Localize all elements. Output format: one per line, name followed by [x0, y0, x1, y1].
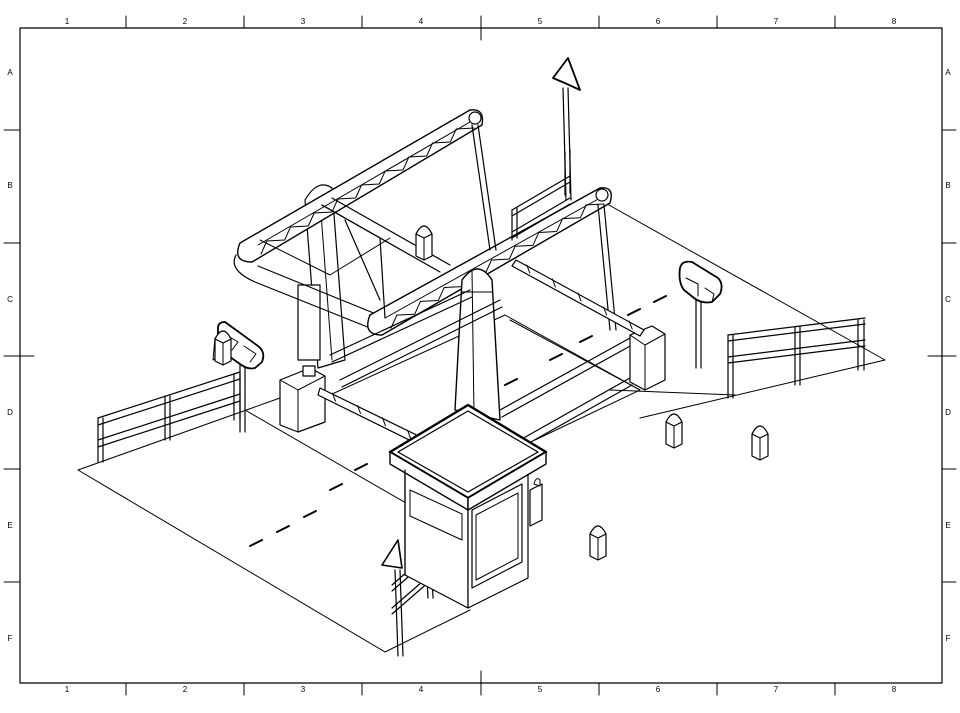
column-label: 7 — [774, 685, 779, 694]
pivot-pin — [468, 111, 482, 125]
row-label: D — [945, 408, 951, 417]
lifting-rods — [471, 124, 617, 331]
row-label: C — [7, 295, 13, 304]
column-label: 3 — [301, 17, 306, 26]
right-boom-barrier — [511, 259, 666, 391]
bollard — [665, 413, 683, 449]
right-row-labels: A B C D E F — [945, 68, 951, 643]
column-label: 8 — [892, 685, 897, 694]
boom-stripe — [526, 264, 531, 274]
boom-stripe — [551, 278, 556, 288]
column-label: 6 — [656, 685, 661, 694]
column-label: 7 — [774, 17, 779, 26]
road-center-line — [249, 295, 667, 547]
column-label: 2 — [183, 17, 188, 26]
column-label: 1 — [65, 685, 70, 694]
pivot-pin — [595, 188, 609, 202]
bollard — [214, 330, 232, 366]
drawing-frame: 1 2 3 4 5 6 7 8 1 2 3 4 5 6 7 8 A B C D … — [3, 15, 957, 696]
bottom-column-labels: 1 2 3 4 5 6 7 8 — [65, 685, 897, 694]
back-columns — [297, 184, 346, 369]
boom-stripes — [526, 264, 633, 330]
row-label: A — [7, 68, 13, 77]
row-label: C — [945, 295, 951, 304]
row-label: A — [945, 68, 951, 77]
front-direction-sign — [381, 539, 403, 569]
column-label: 1 — [65, 17, 70, 26]
gatehouse — [388, 403, 548, 609]
column-label: 4 — [419, 17, 424, 26]
column-label: 8 — [892, 17, 897, 26]
row-label: B — [7, 181, 12, 190]
bollard — [751, 425, 769, 461]
boom-stripe — [407, 429, 411, 439]
column-label: 5 — [538, 17, 543, 26]
row-label: E — [7, 521, 12, 530]
column-label: 5 — [538, 685, 543, 694]
central-pylon — [454, 268, 501, 421]
row-label: B — [945, 181, 950, 190]
boom-stripe — [332, 392, 336, 402]
row-label: D — [7, 408, 13, 417]
truss-web — [390, 203, 605, 329]
boom-stripe — [628, 320, 633, 330]
warning-sign-right — [678, 260, 723, 369]
row-label: F — [8, 634, 13, 643]
bollard-cap — [214, 330, 232, 344]
left-fence — [97, 371, 241, 463]
direction-arrow-sign — [552, 57, 581, 201]
column-label: 2 — [183, 685, 188, 694]
row-label: F — [946, 634, 951, 643]
bollard — [589, 525, 607, 561]
bollard-cap — [589, 525, 607, 539]
bollard — [415, 225, 433, 261]
bollards — [214, 225, 769, 561]
boom-stripe — [382, 417, 386, 427]
row-label: E — [945, 521, 950, 530]
frame-ticks — [3, 15, 957, 696]
deck-railings — [329, 289, 641, 448]
boom-stripe — [577, 292, 582, 302]
truss-web — [260, 127, 475, 255]
column-label: 4 — [419, 685, 424, 694]
bollard-cap — [415, 225, 433, 239]
column-label: 3 — [301, 685, 306, 694]
top-column-labels: 1 2 3 4 5 6 7 8 — [65, 17, 897, 26]
bollard-cap — [665, 413, 683, 427]
left-truss-lattice — [260, 127, 475, 255]
boom-stripe — [357, 405, 361, 414]
right-truss-lattice — [390, 203, 605, 329]
left-row-labels: A B C D E F — [7, 68, 13, 643]
right-fence — [727, 317, 866, 399]
boom-stripe — [603, 306, 608, 316]
right-bascule-truss — [367, 187, 612, 336]
bollard-cap — [751, 425, 769, 439]
column-label: 6 — [656, 17, 661, 26]
